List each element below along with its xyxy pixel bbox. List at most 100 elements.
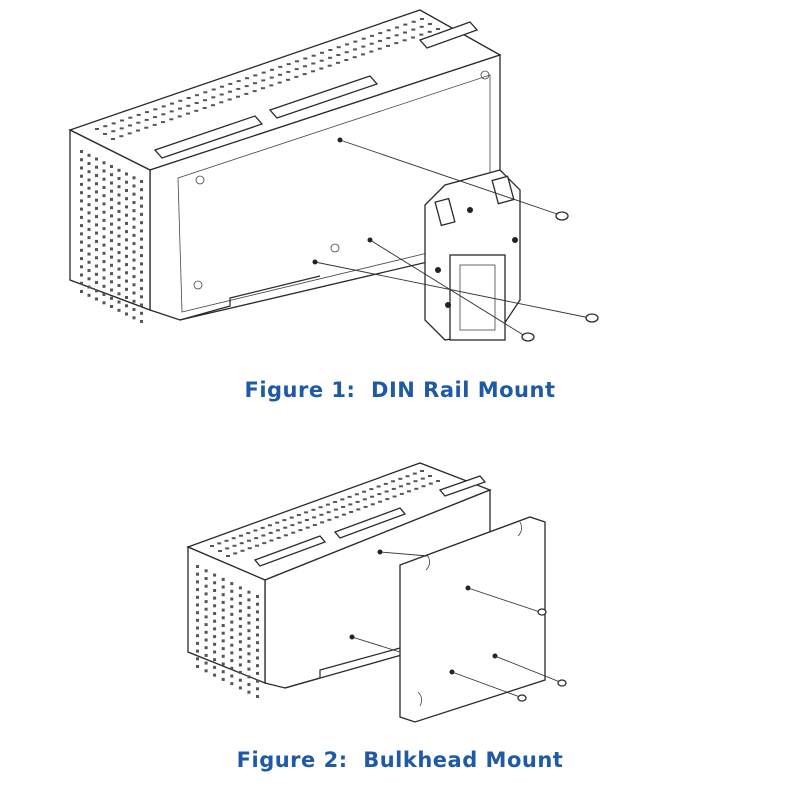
vent-slot [403,23,408,26]
vent-hole [110,165,113,168]
vent-hole [110,296,113,300]
vent-hole [80,158,83,162]
vent-slot [211,96,216,99]
vent-slot [369,488,374,491]
vent-hole [221,577,225,581]
terminal-block [333,507,407,539]
vent-slot [377,493,382,496]
vent-hole [102,210,106,214]
vent-slot [144,126,149,129]
vent-hole [132,233,136,237]
vent-slot [383,482,388,485]
vent-hole [140,303,143,307]
vent-hole [95,281,98,284]
vent-hole [102,251,106,255]
vent-hole [221,662,225,666]
vent-hole [247,590,251,594]
vent-slot [304,519,309,521]
mount-hole [330,243,340,253]
vent-slot [247,539,251,542]
vent-slot [203,99,207,102]
vent-hole [87,186,91,190]
vent-hole [132,217,136,221]
vent-slot [111,138,115,140]
vent-hole [80,290,83,293]
vent-slot [252,90,257,93]
vent-hole [247,667,251,671]
screw [517,694,527,702]
vent-hole [221,677,225,681]
drive-end-face [69,128,151,311]
vent-slot [319,59,324,62]
vent-slot [333,501,338,503]
screw [557,679,567,687]
vent-slot [386,29,391,32]
top-vent-slots [210,470,440,557]
bracket-tab [491,175,515,205]
vent-hole [238,686,242,690]
vent-slot [169,110,174,113]
vent-slot [311,62,316,65]
vent-hole [95,239,98,243]
din-rail-bracket [424,169,521,341]
vent-hole [80,248,83,252]
vent-slot [319,513,324,516]
mounting-plate [399,516,546,723]
vent-slot [355,500,360,503]
vent-slot [413,480,418,483]
vent-hole [256,610,259,614]
vent-slot [247,547,252,550]
vent-hole [110,288,113,292]
vent-slot [203,91,208,94]
vent-slot [144,118,149,121]
vent-slot [239,542,244,545]
vent-hole [140,180,143,183]
vent-slot [378,32,383,35]
vent-slot [320,51,324,54]
vent-hole [125,279,128,283]
vent-hole [238,601,242,605]
vent-hole [140,229,143,233]
vent-slot [161,105,166,108]
vent-hole [117,300,121,304]
vent-hole [95,198,98,202]
vent-hole [140,196,143,200]
vent-slot [186,112,190,115]
vent-slot [312,516,317,519]
vent-slot [320,521,325,524]
vent-slot [278,65,283,68]
vent-hole [238,655,242,659]
vent-slot [111,130,116,133]
vent-hole [140,278,143,282]
vent-hole [102,218,106,222]
vent-slot [286,70,291,73]
vent-slot [403,31,407,34]
vent-slot [384,490,389,493]
vent-slot [119,135,124,138]
vent-hole [230,636,234,639]
vent-slot [194,109,199,112]
vent-slot [377,47,382,50]
vent-slot [411,28,416,31]
vent-hole [213,604,217,608]
vent-hole [80,257,83,261]
vent-slot [153,108,158,111]
vent-hole [196,572,199,576]
vent-hole [140,270,143,274]
vent-slot [246,532,251,535]
vent-hole [125,205,128,209]
vent-hole [204,638,208,642]
vent-hole [110,305,113,308]
vent-hole [132,225,136,229]
vent-slot [136,129,140,132]
vent-hole [230,582,234,586]
vent-slot [406,482,411,485]
mount-hole [195,175,205,185]
vent-slot [120,119,124,122]
vent-hole [95,297,98,301]
vent-hole [230,643,234,647]
vent-hole [80,150,83,153]
vent-hole [140,287,143,291]
vent-slot [420,18,424,20]
vent-slot [344,59,349,61]
